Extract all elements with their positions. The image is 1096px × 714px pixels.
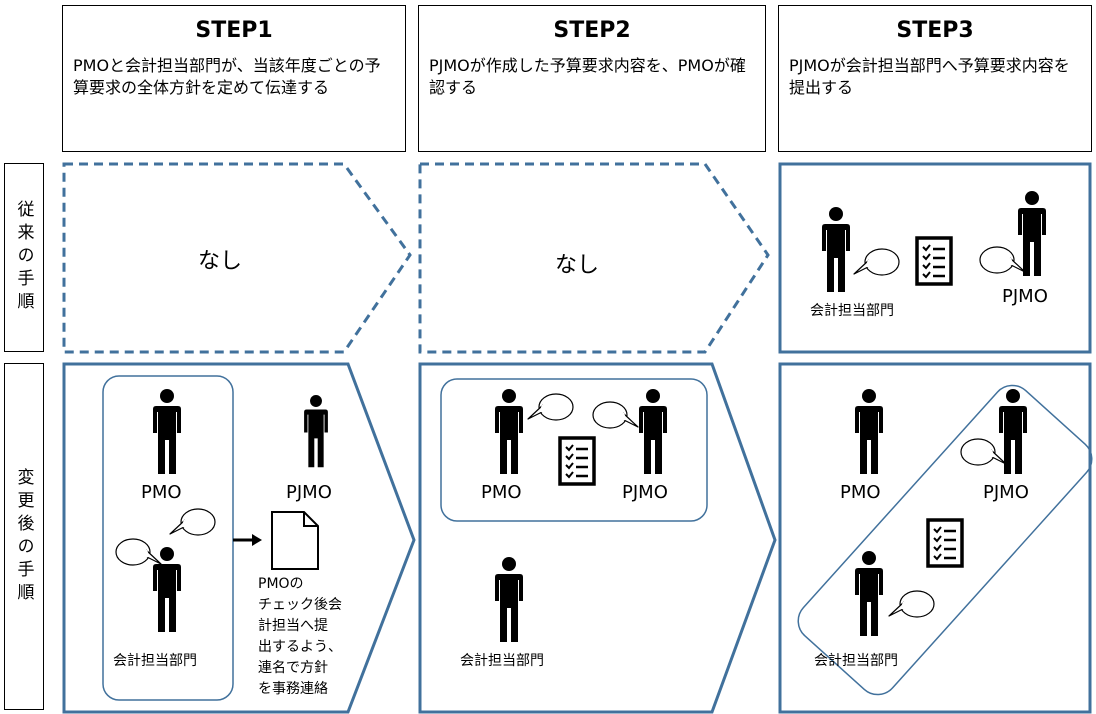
speech-bubble-icon — [526, 392, 575, 422]
before-step1-none: なし — [198, 249, 243, 274]
after-s2-accounting-label: 会計担当部門 — [460, 653, 544, 669]
document-icon — [271, 511, 319, 570]
person-icon — [639, 389, 667, 474]
checklist-icon — [926, 518, 964, 568]
after-s1-pjmo-label: PJMO — [286, 482, 332, 503]
before-step1-arrow-frame — [62, 162, 412, 354]
row-label-after: 変更後の手順 — [4, 363, 44, 710]
speech-bubble-icon — [852, 247, 901, 277]
before-step3-pjmo-label: PJMO — [1002, 286, 1048, 307]
person-icon — [1018, 191, 1046, 276]
person-icon — [153, 389, 181, 474]
step3-title: STEP3 — [896, 18, 974, 43]
after-s1-pmo-label: PMO — [141, 482, 182, 503]
person-icon — [304, 395, 328, 468]
step2-title: STEP2 — [553, 18, 631, 43]
after-s1-accounting-label: 会計担当部門 — [113, 653, 197, 669]
checklist-icon — [558, 436, 596, 486]
pmo-accounting-group — [102, 375, 234, 701]
person-icon — [495, 389, 523, 474]
step2-description: PJMOが作成した予算要求内容を、PMOが確認する — [429, 56, 746, 97]
after-s1-note: PMOの チェック後会 計担当へ提 出するよう、 連名で方針 を事務連絡 — [258, 576, 342, 697]
after-step2-arrow-frame — [418, 362, 777, 714]
before-step3-frame — [778, 162, 1092, 354]
after-s3-pmo-label: PMO — [840, 482, 881, 503]
person-icon — [495, 557, 523, 642]
step3-header: STEP3 PJMOが会計担当部門へ予算要求内容を提出する — [778, 5, 1092, 152]
step2-header: STEP2 PJMOが作成した予算要求内容を、PMOが確認する — [418, 5, 766, 152]
after-step1-arrow-frame — [62, 362, 416, 714]
pmo-pjmo-group — [440, 378, 708, 522]
before-step2-none: なし — [555, 253, 600, 278]
step1-title: STEP1 — [195, 18, 273, 43]
speech-bubble-icon — [978, 245, 1027, 275]
before-step2-arrow-frame — [418, 162, 770, 354]
speech-bubble-icon — [959, 437, 1008, 467]
speech-bubble-icon — [591, 400, 640, 430]
after-s3-accounting-label: 会計担当部門 — [814, 653, 898, 669]
arrow-right-icon — [233, 534, 262, 546]
after-s2-pmo-label: PMO — [481, 482, 522, 503]
before-step3-accounting-label: 会計担当部門 — [810, 303, 894, 319]
step3-description: PJMOが会計担当部門へ予算要求内容を提出する — [789, 56, 1070, 97]
row-label-before: 従来の手順 — [4, 163, 44, 352]
person-icon — [822, 207, 850, 292]
speech-bubble-icon — [887, 589, 936, 619]
after-s3-pjmo-label: PJMO — [983, 482, 1029, 503]
checklist-icon — [915, 236, 953, 286]
step1-description: PMOと会計担当部門が、当該年度ごとの予算要求の全体方針を定めて伝達する — [73, 56, 381, 97]
person-icon — [855, 389, 883, 474]
step1-header: STEP1 PMOと会計担当部門が、当該年度ごとの予算要求の全体方針を定めて伝達… — [62, 5, 406, 152]
person-icon — [855, 551, 883, 636]
speech-bubble-icon — [168, 507, 217, 537]
speech-bubble-icon — [114, 537, 163, 567]
pjmo-accounting-group — [797, 384, 1093, 696]
after-s2-pjmo-label: PJMO — [622, 482, 668, 503]
after-step3-frame — [778, 362, 1092, 714]
